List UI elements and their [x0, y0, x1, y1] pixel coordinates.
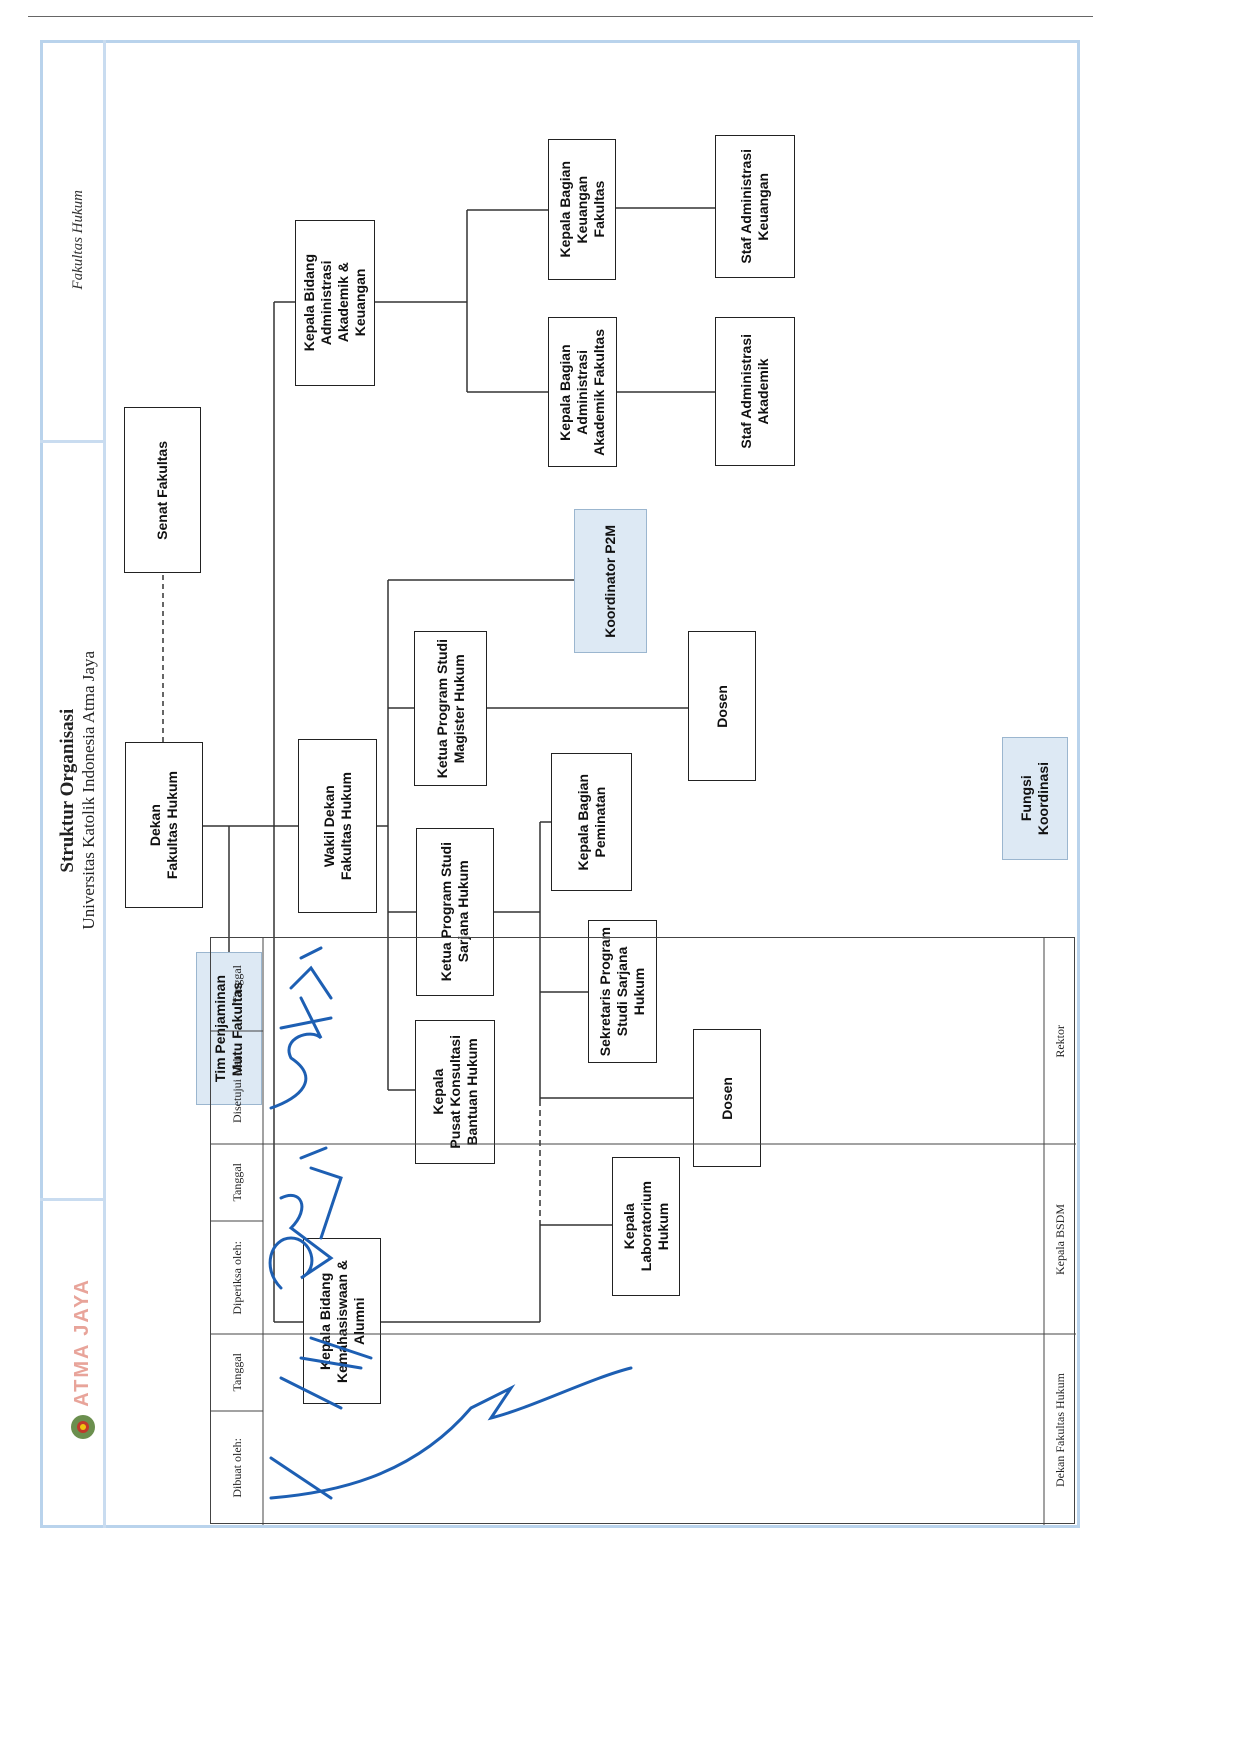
- box-label: Staf Administrasi Akademik: [738, 334, 771, 449]
- box-kabag-admin-akademik: Kepala Bagian Administrasi Akademik Faku…: [548, 317, 617, 467]
- logo-emblem-icon: [70, 1415, 95, 1440]
- page-frame: [40, 40, 1080, 1528]
- box-kaprodi-sarjana: Ketua Program Studi Sarjana Hukum: [416, 828, 494, 996]
- box-dosen-magister: Dosen: [688, 631, 756, 781]
- box-kaprodi-magister: Ketua Program Studi Magister Hukum: [414, 631, 487, 786]
- box-sekretaris-prodi: Sekretaris Program Studi Sarjana Hukum: [588, 920, 657, 1063]
- box-label: Staf Administrasi Keuangan: [738, 149, 771, 264]
- signature-bsdm: [268, 1146, 343, 1290]
- box-label: Dekan Fakultas Hukum: [147, 770, 180, 880]
- box-kabid-kemahasiswaan: Kepala Bidang Kemahasiswaan & Alumni: [303, 1238, 381, 1404]
- top-rule: [28, 16, 1093, 17]
- box-wakil-dekan: Wakil Dekan Fakultas Hukum: [298, 739, 377, 913]
- box-staf-keuangan: Staf Administrasi Keuangan: [715, 135, 795, 278]
- box-tim-penjaminan-mutu: Tim Penjaminan Mutu Fakultas: [196, 952, 262, 1105]
- signature-dekan: [269, 1336, 633, 1500]
- box-label: Senat Fakultas: [154, 440, 170, 540]
- box-label: Kepala Bidang Administrasi Akademik & Ke…: [301, 254, 368, 352]
- approval-table: Dibuat oleh: Tanggal Dekan Fakultas Huku…: [210, 937, 1076, 1525]
- box-kabid-administrasi: Kepala Bidang Administrasi Akademik & Ke…: [295, 220, 375, 386]
- box-label: Wakil Dekan Fakultas Hukum: [320, 771, 354, 881]
- signatures: [268, 946, 633, 1500]
- box-label: Ketua Program Studi Magister Hukum: [433, 638, 467, 779]
- box-kabag-keuangan: Kepala Bagian Keuangan Fakultas: [548, 139, 616, 280]
- header-divider: [40, 1198, 106, 1201]
- box-staf-akademik: Staf Administrasi Akademik: [715, 317, 795, 466]
- box-label: Kepala Bagian Keuangan Fakultas: [556, 161, 607, 258]
- box-koordinator-p2m: Koordinator P2M: [574, 509, 647, 653]
- legend-label: Fungsi Koordinasi: [1018, 761, 1051, 836]
- box-kabag-peminatan: Kepala Bagian Peminatan: [551, 753, 632, 891]
- header-column: [40, 40, 106, 1528]
- signature-rektor: [269, 946, 333, 1110]
- box-label: Kepala Bagian Peminatan: [574, 773, 608, 871]
- approval-grid: [211, 938, 1076, 1525]
- box-senat-fakultas: Senat Fakultas: [124, 407, 201, 573]
- box-label: Kepala Bagian Administrasi Akademik Faku…: [557, 328, 607, 456]
- box-label: Koordinator P2M: [602, 524, 618, 638]
- legend-fungsi-koordinasi: Fungsi Koordinasi: [1002, 737, 1068, 860]
- box-pusat-konsultasi: Kepala Pusat Konsultasi Bantuan Hukum: [415, 1020, 495, 1164]
- box-kepala-laboratorium: Kepala Laboratorium Hukum: [612, 1157, 680, 1296]
- atma-jaya-logo: ATMA JAYA: [60, 1260, 105, 1460]
- header-divider: [40, 440, 106, 443]
- box-dekan: Dekan Fakultas Hukum: [125, 742, 203, 908]
- box-label: Dosen: [713, 684, 730, 728]
